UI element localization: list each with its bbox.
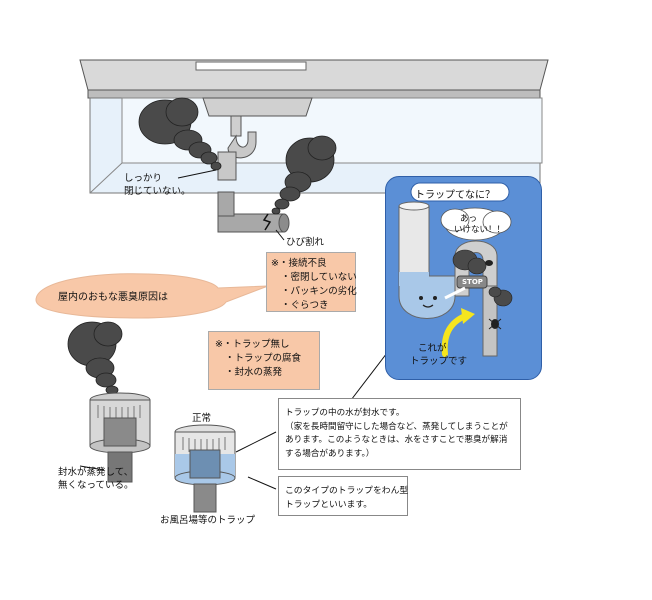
smoke-cloud-3	[67, 321, 123, 395]
stop-sign-label: STOP	[462, 278, 483, 286]
label-bubble: 屋内のおもな悪臭原因は	[58, 292, 168, 303]
label-not-closed: しっかり 閉じていない。	[124, 173, 191, 197]
cause-line: ※・トラップ無し	[215, 339, 290, 350]
cause-box-connection: ※・接続不良 ・密閉していない ・パッキンの劣化 ・ぐらつき	[266, 252, 357, 312]
explain-line: トラップの中の水が封水です。	[285, 408, 405, 418]
panel-caption: これが トラップです	[410, 343, 468, 367]
trap-explainer-art	[398, 182, 513, 357]
label-normal: 正常	[192, 413, 212, 424]
label-dried: 封水が蒸発して、 無くなっている。	[58, 467, 134, 491]
explain-line: する場合があります。）	[285, 448, 375, 459]
explain-line: （家を長時間留守にした場合など、蒸発してしまうことが	[285, 421, 508, 432]
bowl-trap-note: このタイプのトラップをわん型 トラップといいます。	[278, 476, 408, 516]
cause-line: ・封水の蒸発	[225, 367, 283, 378]
cause-line: ※・接続不良	[271, 258, 327, 269]
cause-line: ・ぐらつき	[281, 300, 329, 311]
dried-trap-illustration	[89, 392, 151, 483]
cause-line: ・トラップの腐食	[225, 353, 302, 364]
explain-line: あります。このようなときは、水をさすことで悪臭が解消	[285, 435, 508, 445]
cause-line: ・密閉していない	[281, 272, 357, 283]
note-line: このタイプのトラップをわん型	[285, 486, 409, 496]
panel-speech: あっ いけない！！	[454, 214, 506, 235]
smoke-cloud-2	[271, 135, 337, 215]
panel-title: トラップてなに？	[415, 190, 495, 201]
label-bath-trap: お風呂場等のトラップ	[160, 515, 256, 526]
label-crack: ひび割れ	[286, 237, 325, 248]
cause-box-trap: ※・トラップ無し ・トラップの腐食 ・封水の蒸発	[208, 331, 320, 390]
smoke-cloud-1	[138, 97, 222, 171]
normal-trap-illustration	[174, 424, 236, 513]
cause-line: ・パッキンの劣化	[281, 286, 357, 297]
note-line: トラップといいます。	[285, 500, 373, 510]
seal-water-explanation: トラップの中の水が封水です。 （家を長時間留守にした場合など、蒸発してしまうこと…	[278, 398, 521, 470]
